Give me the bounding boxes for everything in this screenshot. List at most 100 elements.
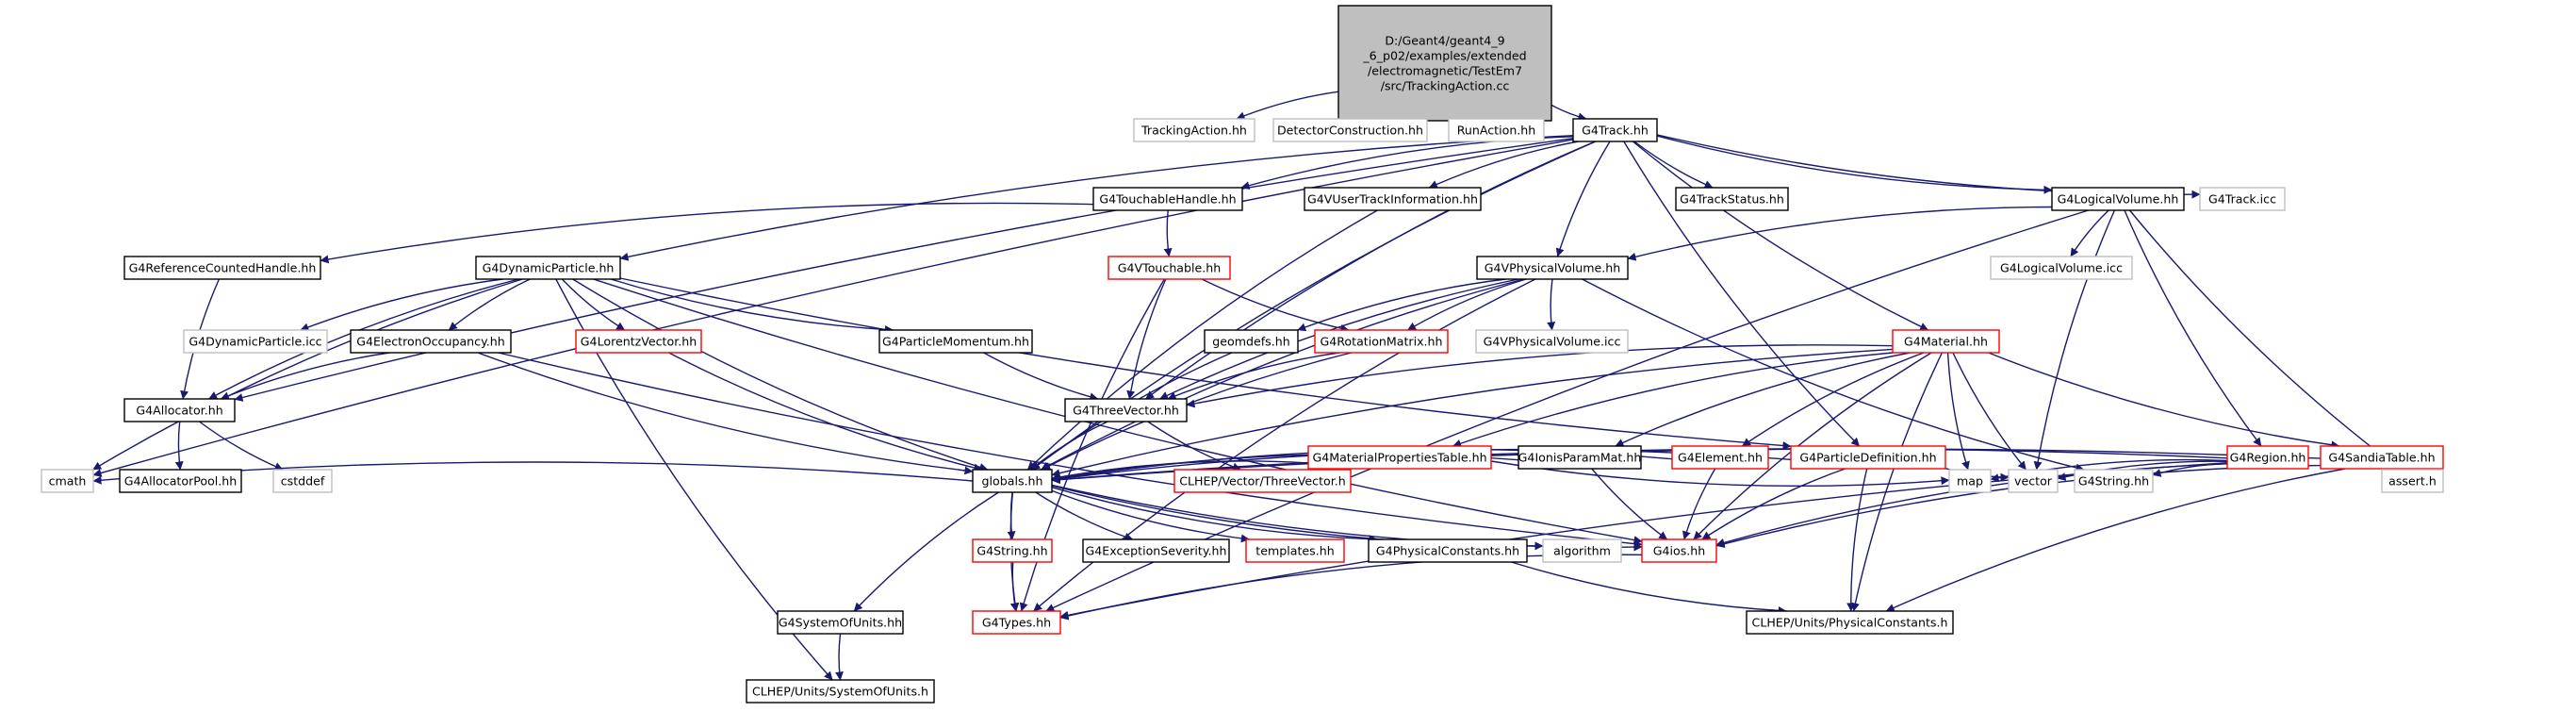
node-g4element[interactable]: G4Element.hh	[1671, 445, 1769, 470]
node-g4vtouchable[interactable]: G4VTouchable.hh	[1108, 256, 1231, 280]
node-g4string-sys: G4String.hh	[2074, 469, 2154, 493]
edge-path	[1167, 352, 1340, 400]
node-label: G4Track.icc	[2208, 192, 2276, 207]
include-edge	[1591, 468, 1668, 540]
include-edge	[1846, 468, 1868, 612]
node-label: G4AllocatorPool.hh	[124, 474, 238, 488]
edge-path	[1009, 561, 1019, 612]
node-box	[1671, 445, 1769, 470]
node-g4allocatorpool[interactable]: G4AllocatorPool.hh	[119, 469, 242, 493]
node-g4trackstatus[interactable]: G4TrackStatus.hh	[1675, 187, 1789, 211]
node-clhep-physicalconstants[interactable]: CLHEP/Units/PhysicalConstants.h	[1746, 610, 1954, 635]
node-label: G4ParticleDefinition.hh	[1799, 451, 1936, 465]
node-templates[interactable]: templates.hh	[1245, 538, 1345, 563]
edge-path	[234, 138, 1574, 402]
edge-layer	[92, 91, 2402, 681]
node-g4ios[interactable]: G4ios.hh	[1641, 538, 1717, 563]
node-clhep-threevector[interactable]: CLHEP/Vector/ThreeVector.h	[1173, 469, 1352, 493]
node-box	[1082, 538, 1230, 563]
node-box	[1990, 256, 2133, 280]
node-g4threevector[interactable]: G4ThreeVector.hh	[1064, 398, 1188, 422]
node-g4material[interactable]: G4Material.hh	[1892, 329, 2000, 354]
node-box	[2226, 445, 2309, 470]
edge-path	[1201, 278, 1350, 333]
node-g4types[interactable]: G4Types.hh	[972, 610, 1061, 635]
node-geomdefs[interactable]: geomdefs.hh	[1204, 329, 1299, 354]
node-box	[972, 610, 1061, 635]
node-g4string[interactable]: G4String.hh	[972, 538, 1053, 563]
node-box	[1092, 187, 1243, 211]
edge-path	[1452, 352, 1894, 448]
node-g4referencecountedhandle[interactable]: G4ReferenceCountedHandle.hh	[123, 256, 321, 280]
include-edge	[1615, 352, 1911, 447]
node-g4particlemomentum[interactable]: G4ParticleMomentum.hh	[878, 329, 1033, 354]
node-g4touchablehandle[interactable]: G4TouchableHandle.hh	[1092, 187, 1243, 211]
node-label: templates.hh	[1255, 544, 1334, 558]
include-edge	[1029, 421, 1108, 471]
edge-path	[1490, 460, 1950, 488]
node-g4materialpropertiestable[interactable]: G4MaterialPropertiesTable.hh	[1307, 445, 1492, 470]
node-g4electronoccupancy[interactable]: G4ElectronOccupancy.hh	[350, 329, 512, 354]
node-globals[interactable]: globals.hh	[972, 469, 1053, 493]
node-box	[1475, 329, 1629, 354]
node-g4vphysicalvolume[interactable]: G4VPhysicalVolume.hh	[1476, 256, 1629, 280]
node-box	[1675, 187, 1789, 211]
include-edge	[1041, 278, 1524, 471]
node-g4logicalvolume[interactable]: G4LogicalVolume.hh	[2051, 187, 2185, 211]
edge-path	[572, 278, 989, 472]
node-label: vector	[2014, 474, 2053, 488]
node-g4exceptionseverity[interactable]: G4ExceptionSeverity.hh	[1082, 538, 1230, 563]
include-edge	[668, 352, 983, 472]
edge-path	[610, 278, 894, 334]
node-label: G4Material.hh	[1904, 335, 1988, 349]
include-edge	[1547, 278, 1556, 331]
node-g4dynamicparticle[interactable]: G4DynamicParticle.hh	[475, 256, 621, 280]
include-edge	[1551, 104, 1587, 122]
node-g4track[interactable]: G4Track.hh	[1572, 118, 1658, 142]
include-edge	[1051, 489, 1250, 543]
node-g4systemofunits[interactable]: G4SystemOfUnits.hh	[777, 610, 904, 635]
node-g4physicalconstants[interactable]: G4PhysicalConstants.hh	[1368, 538, 1528, 563]
node-g4rotationmatrix[interactable]: G4RotationMatrix.hh	[1314, 329, 1449, 354]
node-box	[1448, 118, 1545, 142]
include-edge	[853, 491, 999, 612]
node-box	[2074, 469, 2154, 493]
node-box	[1108, 256, 1231, 280]
edge-path	[1041, 278, 1524, 471]
edge-path	[668, 352, 983, 472]
edge-path	[1952, 352, 2027, 471]
node-box	[2320, 445, 2444, 470]
node-label: assert.h	[2388, 474, 2437, 488]
node-box	[878, 329, 1033, 354]
node-g4particledefinition[interactable]: G4ParticleDefinition.hh	[1790, 445, 1946, 470]
include-edge	[320, 202, 1094, 264]
node-box	[1173, 469, 1352, 493]
edge-path	[1656, 134, 2201, 199]
node-label: G4MaterialPropertiesTable.hh	[1312, 451, 1486, 465]
include-edge	[1201, 278, 1350, 333]
node-g4sandiatable[interactable]: G4SandiaTable.hh	[2320, 445, 2444, 470]
node-g4allocator[interactable]: G4Allocator.hh	[123, 398, 236, 422]
include-edge	[1623, 141, 1861, 447]
include-edge	[835, 633, 844, 681]
edge-path	[1682, 468, 1716, 540]
node-g4vusertrackinformation[interactable]: G4VUserTrackInformation.hh	[1304, 187, 1482, 211]
include-edge	[1147, 421, 1241, 472]
node-clhep-systemofunits[interactable]: CLHEP/Units/SystemOfUnits.h	[746, 679, 935, 704]
node-box	[1641, 538, 1717, 563]
node-g4ionisparammat[interactable]: G4IonisParamMat.hh	[1518, 445, 1642, 470]
edge-path	[1051, 348, 1894, 478]
node-root[interactable]: D:/Geant4/geant4_9_6_p02/examples/extend…	[1337, 5, 1552, 122]
edge-path	[2070, 209, 2109, 257]
include-edge	[619, 135, 1574, 261]
include-edge	[498, 352, 1643, 549]
node-label: G4VPhysicalVolume.icc	[1484, 335, 1621, 349]
edge-path	[1633, 141, 1714, 189]
node-cmath: cmath	[41, 469, 94, 493]
node-box	[41, 469, 94, 493]
edge-path	[174, 421, 184, 471]
node-g4region[interactable]: G4Region.hh	[2226, 445, 2309, 470]
edge-path	[1511, 561, 1787, 616]
node-g4lorentzvector[interactable]: G4LorentzVector.hh	[575, 329, 702, 354]
include-edge	[1682, 468, 1716, 540]
